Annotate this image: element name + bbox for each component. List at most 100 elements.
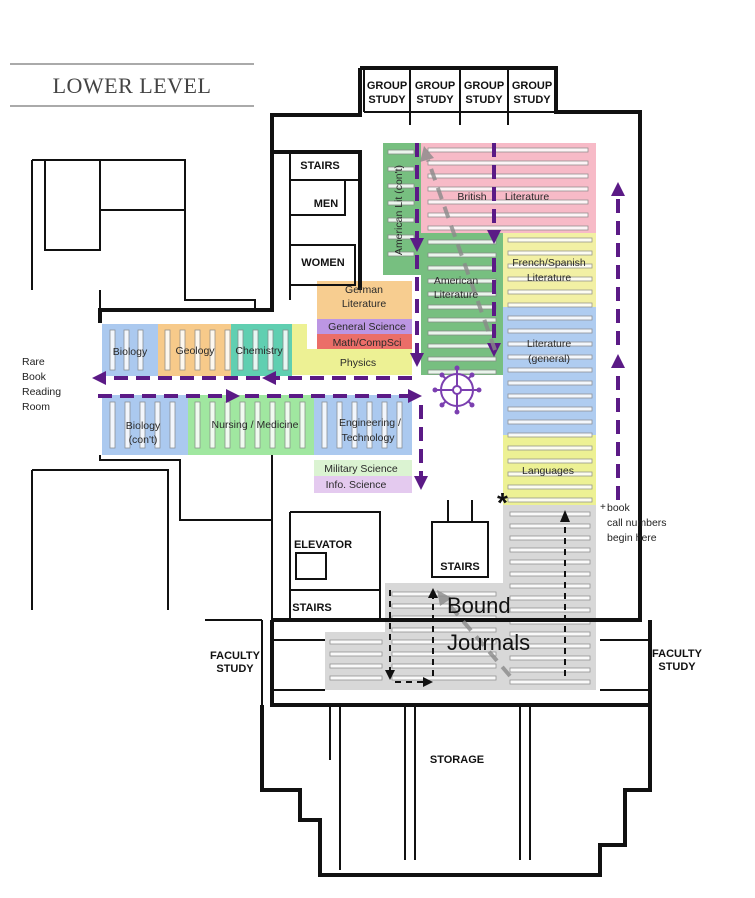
shelf-unit bbox=[509, 535, 591, 541]
women-restroom-label: WOMEN bbox=[301, 257, 344, 269]
rare-book-line2: Book bbox=[22, 371, 47, 383]
zone-physics bbox=[292, 349, 412, 375]
arrow-icon bbox=[437, 590, 452, 606]
shelf-unit bbox=[427, 304, 497, 310]
arrow-icon bbox=[408, 389, 422, 403]
label-biology: Biology bbox=[113, 346, 148, 358]
arrow-icon bbox=[262, 371, 276, 385]
arrow-icon bbox=[410, 238, 424, 252]
arrow-icon bbox=[385, 670, 395, 680]
zone-german-lit bbox=[317, 281, 412, 319]
shelf-unit bbox=[507, 432, 593, 438]
faculty-study-left-line1: FACULTY bbox=[210, 650, 261, 662]
arrow-icon bbox=[226, 389, 240, 403]
shelf-unit bbox=[507, 497, 593, 503]
shelf-unit bbox=[239, 401, 246, 449]
shelf-unit bbox=[391, 663, 497, 669]
arrow-icon bbox=[487, 230, 501, 244]
label-engineering-2: Technology bbox=[341, 432, 395, 444]
asterisk-marker: * bbox=[497, 487, 508, 518]
shelf-unit bbox=[509, 547, 591, 553]
book-call-line3: begin here bbox=[607, 532, 657, 544]
storage-label: STORAGE bbox=[430, 754, 484, 766]
label-nursing-medicine: Nursing / Medicine bbox=[212, 419, 299, 431]
room-labels: STAIRS MEN WOMEN ELEVATOR STAIRS STAIRS … bbox=[210, 160, 703, 766]
group-study-1-line1: GROUP bbox=[367, 80, 407, 92]
label-french-spanish-2: Literature bbox=[527, 272, 572, 284]
shelf-unit bbox=[109, 401, 116, 449]
shelf-unit bbox=[387, 234, 415, 240]
zone-engineering bbox=[314, 395, 412, 455]
zone-general-science bbox=[317, 319, 412, 334]
shelf-unit bbox=[507, 263, 593, 269]
shelf-unit bbox=[507, 380, 593, 386]
shelf-unit bbox=[329, 663, 383, 669]
rare-book-line4: Room bbox=[22, 401, 50, 413]
shelf-unit bbox=[299, 401, 306, 449]
label-literature-general-1: Literature bbox=[527, 338, 572, 350]
label-languages: Languages bbox=[522, 465, 574, 477]
annotations: Rare Book Reading Room + book call numbe… bbox=[22, 356, 667, 544]
shelf-unit bbox=[507, 302, 593, 308]
shelf-unit bbox=[507, 406, 593, 412]
shelf-unit bbox=[427, 356, 497, 362]
shelf-unit bbox=[427, 147, 589, 153]
shelf-unit bbox=[507, 237, 593, 243]
group-study-4-line2: STUDY bbox=[513, 94, 551, 106]
shelf-unit bbox=[267, 329, 274, 371]
shelf-unit bbox=[427, 160, 589, 166]
arrow-icon bbox=[428, 588, 438, 598]
label-chemistry: Chemistry bbox=[235, 345, 283, 357]
shelf-unit bbox=[427, 343, 497, 349]
shelf-unit bbox=[391, 603, 497, 609]
shelf-unit bbox=[509, 655, 591, 661]
arrow-icon bbox=[423, 677, 433, 687]
shelf-unit bbox=[507, 315, 593, 321]
page-title: LOWER LEVEL bbox=[53, 73, 212, 98]
label-literature-general-2: (general) bbox=[528, 353, 570, 365]
rare-book-line1: Rare bbox=[22, 356, 45, 368]
group-study-4-line1: GROUP bbox=[512, 80, 552, 92]
arrow-icon bbox=[560, 510, 570, 522]
book-call-plus-icon: + bbox=[600, 502, 606, 513]
shelf-unit bbox=[139, 401, 146, 449]
shelf-unit bbox=[284, 401, 291, 449]
shelf-unit bbox=[387, 251, 415, 257]
label-american-lit-cont: American Lit (con't) bbox=[393, 165, 405, 255]
group-study-2-line2: STUDY bbox=[416, 94, 454, 106]
shelf-unit bbox=[507, 250, 593, 256]
shelf-unit bbox=[329, 639, 383, 645]
zone-physics-extension bbox=[292, 324, 307, 349]
shelf-unit bbox=[507, 393, 593, 399]
shelf-unit bbox=[387, 200, 415, 206]
shelf-unit bbox=[509, 643, 591, 649]
zone-info-science bbox=[314, 476, 412, 493]
stairs-top-label: STAIRS bbox=[300, 160, 340, 172]
shelf-unit bbox=[507, 289, 593, 295]
group-study-1-line2: STUDY bbox=[368, 94, 406, 106]
shelf-unit bbox=[427, 265, 497, 271]
shelf-unit bbox=[427, 317, 497, 323]
shelf-unit bbox=[137, 329, 144, 371]
shelf-unit bbox=[427, 173, 589, 179]
label-math-compsci: Math/CompSci bbox=[333, 337, 402, 349]
arrow-icon bbox=[611, 182, 625, 196]
shelf-unit bbox=[387, 166, 415, 172]
stairs-center-label: STAIRS bbox=[440, 561, 480, 573]
shelf-unit bbox=[224, 329, 231, 371]
shelf-unit bbox=[387, 183, 415, 189]
group-study-rooms: GROUP STUDY GROUP STUDY GROUP STUDY GROU… bbox=[367, 80, 552, 106]
shelf-unit bbox=[396, 401, 403, 449]
shelf-unit bbox=[391, 675, 497, 681]
shelf-unit bbox=[509, 595, 591, 601]
compass-rose-icon bbox=[432, 365, 482, 415]
shelf-unit bbox=[252, 329, 259, 371]
shelf-unit bbox=[509, 559, 591, 565]
shelf-unit bbox=[427, 330, 497, 336]
elevator-label: ELEVATOR bbox=[294, 539, 352, 551]
shelf-unit bbox=[509, 583, 591, 589]
shelf-unit bbox=[194, 401, 201, 449]
rare-book-line3: Reading bbox=[22, 386, 61, 398]
label-bound-journals-1: Bound bbox=[447, 593, 511, 618]
